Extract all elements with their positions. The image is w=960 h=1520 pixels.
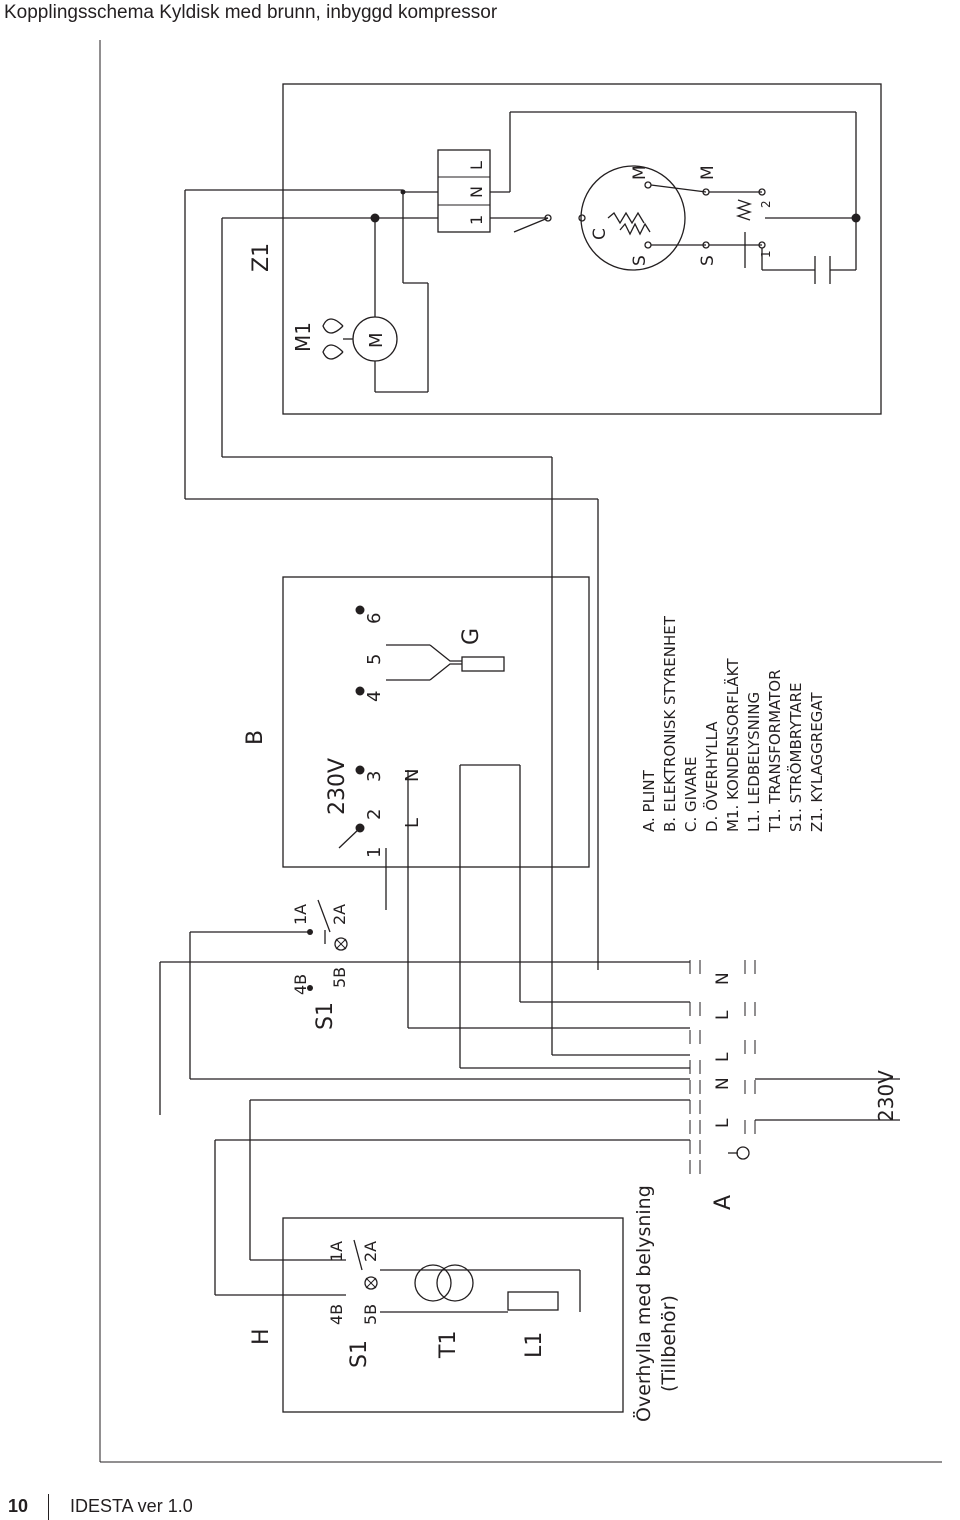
label-plug-n: N	[467, 186, 486, 198]
compressor-internals	[322, 111, 861, 393]
label-relay-2: 2	[759, 200, 773, 208]
legend-item: D. ÖVERHYLLA	[702, 721, 721, 832]
label-comp-m: M	[630, 165, 650, 180]
label-b-pin3: 3	[364, 771, 385, 782]
transformer-coil-2	[436, 1264, 474, 1302]
diagram-labels: Z1 M1 M 1 N L C S M S M 1 2 B 230V 1 2 3…	[243, 161, 898, 1422]
label-comp-c: C	[590, 228, 610, 240]
legend-item: Z1. KYLAGGREGAT	[808, 692, 826, 832]
label-h-5b: 5B	[361, 1304, 380, 1325]
label-sw-4b: 4B	[291, 974, 310, 995]
legend-item: B. ELEKTRONISK STYRENHET	[661, 615, 679, 832]
doc-version: IDESTA ver 1.0	[70, 1496, 193, 1516]
plug-connector	[437, 149, 491, 233]
page-title: Kopplingsschema Kyldisk med brunn, inbyg…	[4, 2, 498, 23]
lamp-icon	[334, 937, 348, 951]
legend: A. PLINT B. ELEKTRONISK STYRENHET C. GIV…	[640, 615, 826, 833]
label-sw-1a: 1A	[291, 904, 310, 925]
label-b-pin4: 4	[364, 691, 385, 702]
label-term-l3: L	[713, 1010, 733, 1020]
label-volt-b: 230V	[325, 758, 350, 815]
control-unit-box	[282, 576, 590, 870]
label-term-n1: N	[713, 1077, 733, 1090]
label-motor: M	[366, 332, 387, 348]
led-strip	[507, 1291, 559, 1311]
label-s1-top: S1	[313, 1002, 338, 1030]
legend-item: T1. TRANSFORMATOR	[766, 669, 784, 833]
label-z1: Z1	[249, 243, 274, 272]
label-b-pin1: 1	[364, 847, 385, 858]
legend-item: A. PLINT	[640, 769, 658, 832]
label-relay-s: S	[698, 255, 718, 266]
label-plug-l: L	[467, 161, 486, 170]
label-shelf-title: Överhylla med belysning	[632, 1185, 655, 1422]
footer-divider	[48, 1494, 49, 1520]
label-h-1a: 1A	[327, 1241, 346, 1262]
label-relay-m: M	[698, 165, 718, 180]
label-shelf-sub: (Tillbehör)	[658, 1295, 680, 1392]
label-h: H	[249, 1328, 274, 1345]
label-b-n: N	[402, 769, 423, 782]
label-b-pin5: 5	[364, 654, 385, 665]
legend-item: C. GIVARE	[682, 756, 700, 832]
terminal-block	[689, 960, 756, 1174]
z1-unit-box	[282, 83, 882, 415]
label-sw-2a: 2A	[330, 904, 349, 925]
page-frame	[99, 40, 942, 1463]
label-term-l1: L	[713, 1118, 733, 1128]
label-b-l: L	[402, 818, 423, 828]
fan-blade-icon	[322, 318, 344, 360]
label-b-pin2: 2	[364, 809, 385, 820]
page-footer: 10 IDESTA ver 1.0	[0, 1488, 260, 1520]
label-g: G	[459, 628, 484, 645]
page-number: 10	[8, 1496, 29, 1516]
label-t1: T1	[436, 1331, 461, 1359]
label-term-n2: N	[713, 972, 733, 985]
transformer-coil-1	[414, 1264, 452, 1302]
label-comp-s: S	[630, 255, 650, 266]
label-b-pin6: 6	[364, 613, 385, 624]
label-b: B	[243, 730, 268, 745]
label-plug-1: 1	[467, 215, 486, 225]
shelf-box	[215, 1217, 624, 1413]
label-term-l2: L	[713, 1052, 733, 1062]
label-m1: M1	[291, 322, 315, 352]
label-sw-5b: 5B	[330, 967, 349, 988]
label-relay-1: 1	[759, 250, 773, 258]
label-volt-a: 230V	[874, 1070, 898, 1122]
label-l1: L1	[522, 1332, 547, 1358]
legend-item: L1. LEDBELYSNING	[745, 692, 763, 832]
label-h-2a: 2A	[361, 1241, 380, 1262]
label-s1-bottom: S1	[347, 1340, 372, 1368]
label-h-4b: 4B	[327, 1304, 346, 1325]
legend-item: S1. STRÖMBRYTARE	[786, 682, 805, 832]
s1-switch-top	[307, 899, 348, 991]
compressor-symbol	[580, 165, 686, 271]
label-a: A	[711, 1195, 736, 1210]
legend-item: M1. KONDENSORFLÄKT	[723, 658, 742, 832]
main-wiring	[159, 189, 900, 1295]
